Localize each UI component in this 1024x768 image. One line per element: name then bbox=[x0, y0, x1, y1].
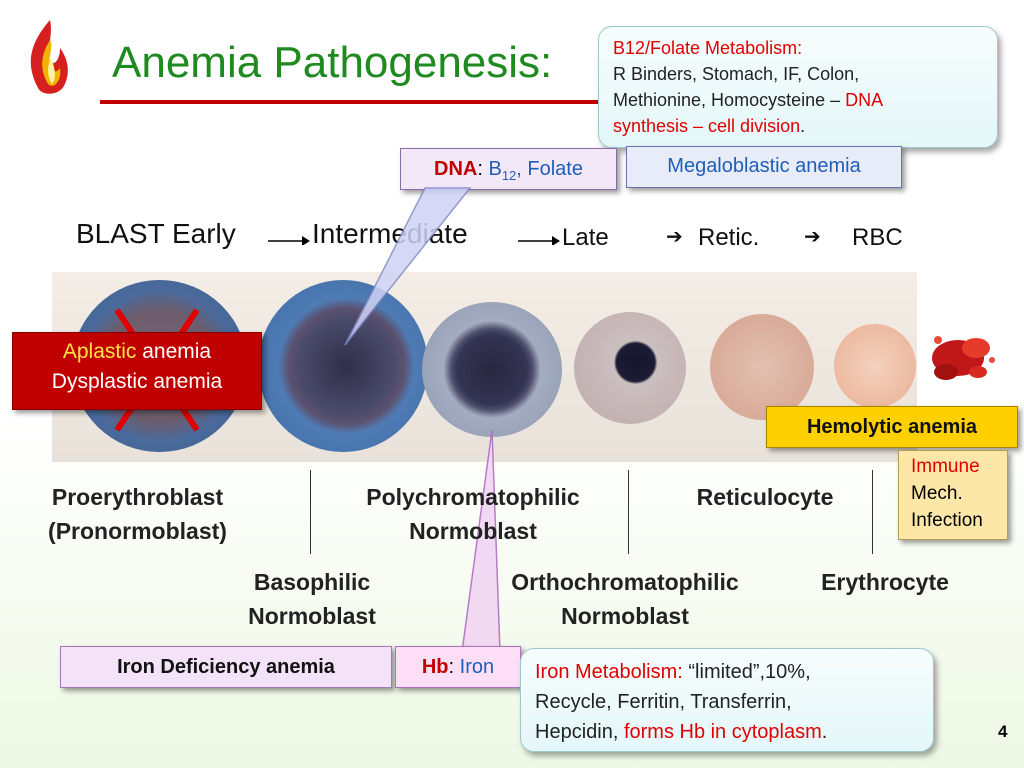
polychromatophilic-cell bbox=[422, 302, 562, 437]
aplastic-anemia-box: Aplastic anemia Dysplastic anemia bbox=[12, 332, 262, 410]
title-underline bbox=[100, 100, 600, 104]
reticulocyte-cell bbox=[710, 314, 814, 420]
stage-blast-early: BLAST Early bbox=[76, 218, 236, 249]
stage-retic: Retic. bbox=[698, 224, 760, 251]
megaloblastic-anemia-box: Megaloblastic anemia bbox=[626, 146, 902, 188]
dna-folate-box: DNA: B12, Folate bbox=[400, 148, 617, 190]
basophilic-cell bbox=[258, 280, 428, 452]
hb-iron-box: Hb: Iron bbox=[395, 646, 521, 688]
arrow-icon: ➔ bbox=[804, 226, 821, 248]
hemolytic-anemia-box: Hemolytic anemia bbox=[766, 406, 1018, 448]
stage-late: Late bbox=[562, 224, 609, 251]
callout-line: Iron Metabolism: “limited”,10%, bbox=[535, 661, 811, 683]
arrow-icon: ➔ bbox=[666, 226, 683, 248]
callout-line: R Binders, Stomach, IF, Colon, bbox=[613, 64, 860, 84]
folate-metabolism-callout: B12/Folate Metabolism: R Binders, Stomac… bbox=[598, 26, 998, 148]
column-divider bbox=[872, 470, 873, 554]
iron-metabolism-callout: Iron Metabolism: “limited”,10%, Recycle,… bbox=[520, 648, 934, 752]
arrow-icon bbox=[268, 232, 310, 246]
orthochromatophilic-cell bbox=[574, 312, 686, 424]
callout-line: Methionine, Homocysteine – DNA bbox=[613, 90, 884, 110]
callout-line: synthesis – cell division. bbox=[613, 116, 806, 136]
column-divider bbox=[628, 470, 629, 554]
label-erythrocyte: Erythrocyte bbox=[821, 569, 949, 595]
flame-logo-icon bbox=[20, 18, 80, 98]
callout-heading: B12/Folate Metabolism: bbox=[613, 38, 803, 58]
immune-causes-box: Immune Mech. Infection bbox=[898, 450, 1008, 540]
page-title: Anemia Pathogenesis: bbox=[112, 38, 553, 87]
stage-rbc: RBC bbox=[852, 224, 903, 251]
label-proerythroblast: Proerythroblast(Pronormoblast) bbox=[48, 484, 227, 544]
iron-deficiency-anemia-box: Iron Deficiency anemia bbox=[60, 646, 392, 688]
column-divider bbox=[310, 470, 311, 554]
arrow-icon bbox=[518, 232, 560, 246]
callout-line: Hepcidin, forms Hb in cytoplasm. bbox=[535, 721, 828, 743]
callout-line: Recycle, Ferritin, Transferrin, bbox=[535, 691, 792, 713]
red-blood-cell-icon bbox=[918, 320, 1008, 400]
page-number: 4 bbox=[998, 722, 1008, 741]
erythrocyte-cell bbox=[834, 324, 916, 408]
label-reticulocyte: Reticulocyte bbox=[696, 484, 834, 510]
